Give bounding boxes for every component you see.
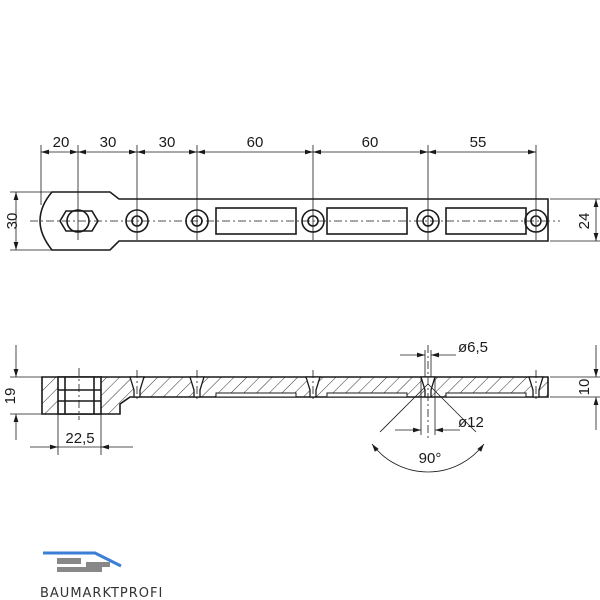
side-view: 19 10 22,5 ø6,5 ø12 90° [2, 339, 600, 473]
dim-60a: 60 [247, 134, 264, 151]
dim-20: 20 [53, 134, 70, 151]
slots [215, 207, 527, 235]
dim-30a: 30 [100, 134, 117, 151]
dim-22-5: 22,5 [65, 430, 94, 447]
dim-55: 55 [470, 134, 487, 151]
dim-countersink-diameter: ø12 [458, 414, 484, 431]
countersunk-holes [129, 345, 544, 440]
dim-19: 19 [2, 388, 19, 405]
logo-text: BAUMARKTPROFI [40, 586, 163, 600]
dim-30b: 30 [159, 134, 176, 151]
top-view: 20 30 30 60 60 55 30 24 [4, 134, 600, 251]
dim-height-30: 30 [4, 213, 21, 230]
top-dimensions: 20 30 30 60 60 55 30 24 [4, 134, 600, 251]
dim-10: 10 [576, 379, 593, 396]
logo: BAUMARKTPROFI [40, 551, 163, 600]
dim-height-24: 24 [576, 213, 593, 230]
dim-60b: 60 [362, 134, 379, 151]
dim-angle: 90° [419, 450, 442, 467]
side-dimensions: 19 10 22,5 ø6,5 ø12 90° [2, 339, 600, 473]
dim-hole-diameter: ø6,5 [458, 339, 488, 356]
